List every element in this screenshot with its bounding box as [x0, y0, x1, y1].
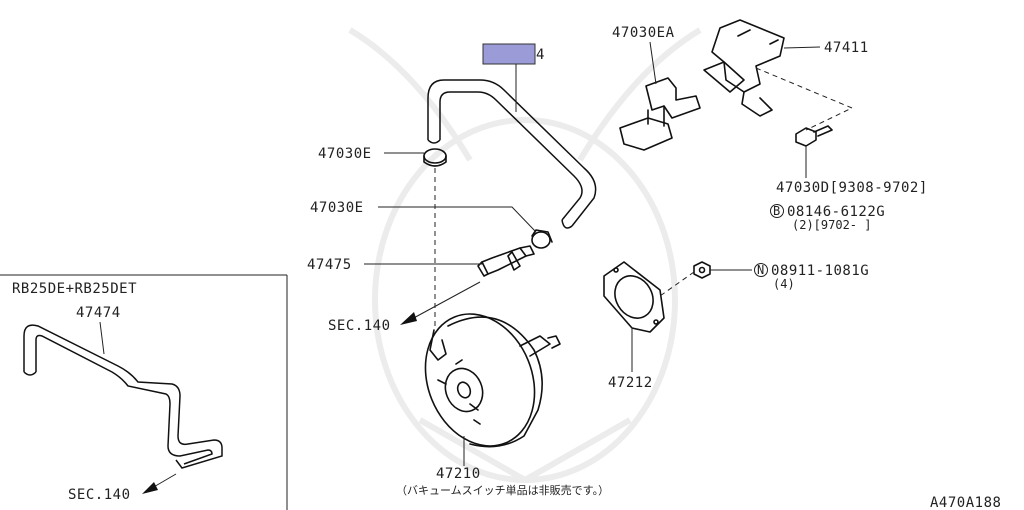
- clamp-lower-label: 47030E: [310, 200, 364, 216]
- bolt-b-quantity: (2)[9702- ]: [792, 218, 871, 232]
- bolt-label: 47030D[9308-9702]: [776, 180, 928, 196]
- booster-label: 47210: [436, 466, 481, 482]
- highlighted-part-box[interactable]: [482, 43, 536, 65]
- brake-booster-part[interactable]: [406, 297, 561, 462]
- figure-code: A470A188: [930, 495, 1001, 510]
- watermark-logo: [348, 27, 702, 484]
- nut-n-letter: N: [757, 263, 764, 277]
- check-valve-part[interactable]: [477, 245, 535, 277]
- sec-main-arrow-icon: [400, 312, 417, 325]
- gasket-label: 47212: [608, 375, 653, 391]
- clamp-upper-label: 47030E: [318, 146, 372, 162]
- bracket-label: 47411: [824, 40, 869, 56]
- variant-hose-label: 47474: [76, 305, 121, 321]
- sec-variant-arrow-icon: [142, 482, 158, 494]
- booster-note: （バキュームスイッチ単品は非販売です。）: [396, 483, 609, 497]
- nut-n-circle: [754, 263, 768, 277]
- gasket-part[interactable]: [603, 261, 665, 333]
- sec-variant-label[interactable]: SEC.140: [68, 487, 131, 503]
- clip-top-label: 47030EA: [612, 25, 675, 41]
- hose-clamp-lower[interactable]: [531, 229, 553, 249]
- bolt-part[interactable]: [795, 125, 833, 147]
- variant-hose-part[interactable]: [23, 324, 223, 469]
- check-valve-label: 47475: [307, 257, 352, 273]
- nut-n-quantity: (4): [773, 277, 795, 291]
- bracket-part[interactable]: [703, 19, 785, 117]
- hose-clamp-upper[interactable]: [423, 148, 447, 167]
- sec-main-label[interactable]: SEC.140: [328, 318, 391, 334]
- vacuum-hose[interactable]: [427, 79, 597, 229]
- bolt-b-circle: [770, 204, 784, 218]
- nut-part[interactable]: [693, 261, 711, 279]
- bolt-b-letter: B: [773, 204, 780, 218]
- variant-title: RB25DE+RB25DET: [12, 281, 137, 297]
- bolt-b-number: 08146-6122G: [787, 204, 885, 220]
- hose-top-label: 4: [536, 47, 545, 63]
- nut-n-number: 08911-1081G: [771, 263, 869, 279]
- variant-inset: [0, 274, 288, 510]
- hose-clip-part[interactable]: [619, 77, 701, 151]
